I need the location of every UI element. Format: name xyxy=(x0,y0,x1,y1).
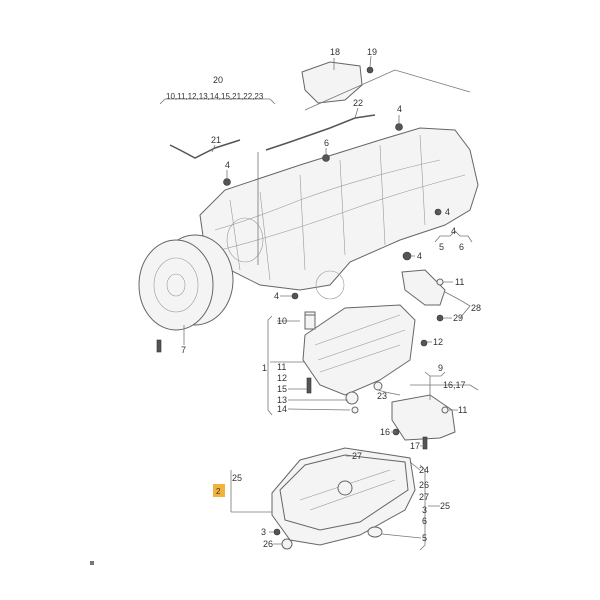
callout-22[interactable]: 22 xyxy=(353,98,363,108)
callout-12[interactable]: 12 xyxy=(277,373,287,383)
callout-27[interactable]: 27 xyxy=(419,492,429,502)
callout-20[interactable]: 20 xyxy=(213,75,223,85)
callout-4[interactable]: 4 xyxy=(397,104,402,114)
callout-5[interactable]: 5 xyxy=(422,533,427,543)
callout-26[interactable]: 26 xyxy=(263,539,273,549)
valve-body[interactable] xyxy=(302,304,416,396)
callout-4[interactable]: 4 xyxy=(417,251,422,261)
part-9[interactable] xyxy=(391,394,456,441)
callout-4[interactable]: 4 xyxy=(225,160,230,170)
callout-16[interactable]: 16 xyxy=(380,427,390,437)
callout-19[interactable]: 19 xyxy=(367,47,377,57)
callout-28[interactable]: 28 xyxy=(471,303,481,313)
callout-7[interactable]: 7 xyxy=(181,345,186,355)
highlight-marker xyxy=(213,484,225,497)
callout-12[interactable]: 12 xyxy=(433,337,443,347)
callout-24[interactable]: 24 xyxy=(419,465,429,475)
corner-marker xyxy=(90,561,94,565)
sensor-line-22[interactable] xyxy=(265,114,376,151)
callout-3[interactable]: 3 xyxy=(422,505,427,515)
callout-4[interactable]: 4 xyxy=(451,226,456,236)
callout-6[interactable]: 6 xyxy=(422,516,427,526)
oil-pan[interactable] xyxy=(271,447,416,546)
torque-converter[interactable] xyxy=(138,234,234,331)
leader-lines xyxy=(159,55,479,551)
callout-26[interactable]: 26 xyxy=(419,480,429,490)
cover-part-18[interactable] xyxy=(301,61,363,104)
bolts xyxy=(156,66,449,550)
callout-10[interactable]: 10 xyxy=(277,316,287,326)
callout-11[interactable]: 11 xyxy=(277,362,286,372)
callout-group-9: 16,17 xyxy=(443,380,466,390)
callout-29[interactable]: 29 xyxy=(453,313,463,323)
callout-18[interactable]: 18 xyxy=(330,47,340,57)
callout-21[interactable]: 21 xyxy=(211,135,221,145)
callout-25[interactable]: 25 xyxy=(232,473,242,483)
callout-14[interactable]: 14 xyxy=(277,404,287,414)
callout-group-20: 10,11,12,13,14,15,21,22,23 xyxy=(166,92,264,101)
callout-17[interactable]: 17 xyxy=(410,441,420,451)
callout-6[interactable]: 6 xyxy=(324,138,329,148)
callout-3[interactable]: 3 xyxy=(261,527,266,537)
sensor-line-21[interactable] xyxy=(169,139,241,159)
callout-5[interactable]: 5 xyxy=(439,242,444,252)
callout-11[interactable]: 11 xyxy=(458,405,467,415)
callout-4[interactable]: 4 xyxy=(445,207,450,217)
callout-6[interactable]: 6 xyxy=(459,242,464,252)
callout-4[interactable]: 4 xyxy=(274,291,279,301)
callout-23[interactable]: 23 xyxy=(377,391,387,401)
transmission-housing[interactable] xyxy=(199,127,479,300)
callout-2[interactable]: 2 xyxy=(216,487,221,496)
part-28[interactable] xyxy=(401,269,446,306)
callout-13[interactable]: 13 xyxy=(277,395,287,405)
callout-27[interactable]: 27 xyxy=(352,451,362,461)
callout-1[interactable]: 1 xyxy=(262,363,267,373)
callout-25[interactable]: 25 xyxy=(440,501,450,511)
callout-9[interactable]: 9 xyxy=(438,363,443,373)
callout-labels: 18 19 20 10,11,12,13,14,15,21,22,23 22 4… xyxy=(166,47,481,549)
callout-15[interactable]: 15 xyxy=(277,384,287,394)
callout-11[interactable]: 11 xyxy=(455,277,464,287)
